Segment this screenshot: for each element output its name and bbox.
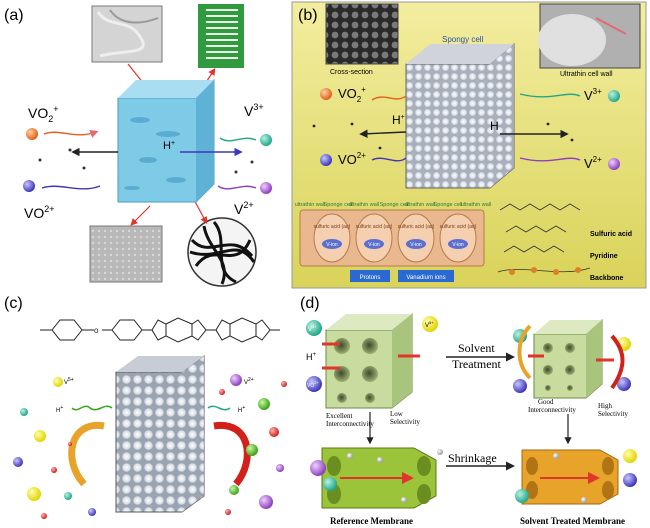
vo2-label-b: VO2+	[338, 151, 366, 167]
legend-pyridine: Pyridine	[590, 253, 618, 260]
v3-label-a: V3+	[244, 102, 264, 119]
v-ion-label-2: V-ion	[368, 242, 380, 248]
ultrathin-wall-label: Ultrathin cell wall	[560, 71, 613, 78]
legend-backbone: Backbone	[590, 275, 624, 282]
vo2plus-ball-b	[320, 88, 332, 100]
vo2plus-label-a: VO2+	[28, 104, 59, 124]
solvent-label: Solvent	[458, 341, 495, 355]
panel-d-label: (d)	[300, 295, 320, 312]
v5-label-d: V5+	[425, 320, 434, 329]
v-ion-label-3: V-ion	[410, 242, 422, 248]
strip-label-4: ultrathin wall	[405, 202, 436, 208]
panel-c-label: (c)	[4, 295, 23, 312]
v5-ball-d	[422, 316, 438, 332]
reference-membrane-label: Reference Membrane	[330, 516, 413, 526]
vo2plus-label-b: VO2+	[338, 85, 366, 104]
v3-ball-d	[306, 320, 322, 336]
legend-sulfuric-acid: Sulfuric acid	[590, 231, 632, 238]
v3-label-b: V3+	[584, 87, 602, 103]
curved-arrow-left	[68, 421, 105, 487]
h-label-d: H+	[306, 352, 317, 362]
excellent-interconnectivity-line1: Excellent	[326, 412, 352, 420]
shrinkage-label: Shrinkage	[448, 451, 497, 465]
reference-tube-bundle	[310, 447, 443, 509]
good-interconnectivity-line1: Good	[538, 398, 554, 406]
sulfuric-small-1: sulfuric acid (aq)	[314, 224, 351, 230]
low-selectivity-line1: Low	[390, 410, 404, 418]
treated-tube-bundle	[515, 449, 637, 505]
protons-legend: Protons	[360, 275, 381, 281]
v5-ball-c	[53, 377, 63, 387]
v2-label-b: V2+	[584, 155, 602, 171]
v3-ball-a	[260, 134, 272, 146]
panel-b: (b) Cross-section Ultrathin cell wall Sp…	[291, 1, 647, 289]
v3-label-d: V3+	[308, 324, 317, 333]
svg-text:o: o	[94, 326, 99, 335]
polymer-structure-c: o	[40, 317, 280, 343]
v2-ball-c	[230, 374, 242, 386]
v2-ball-a	[260, 182, 272, 194]
strip-label-2: ultrathin wall	[349, 202, 380, 208]
cross-section-label: Cross-section	[330, 69, 373, 76]
excellent-interconnectivity-line2: Interconnectivity	[326, 420, 374, 428]
good-interconnectivity-line2: Interconnectivity	[528, 406, 576, 414]
h-label-c-left: H+	[56, 405, 63, 414]
curved-arrow-right	[213, 421, 251, 487]
spongy-cell-label: Spongy cell	[442, 35, 484, 44]
panel-a: (a) H+ VO2+	[4, 4, 272, 287]
solvent-treated-membrane-label: Solvent Treated Membrane	[520, 516, 625, 526]
v2-ball-b	[608, 158, 620, 170]
vo2-ball-a	[23, 180, 35, 192]
strip-label-3: Sponge cell	[380, 202, 409, 208]
vo2-ball-d2	[513, 379, 527, 393]
treatment-label: Treatment	[452, 357, 502, 371]
ion-scatter-c	[13, 381, 287, 519]
sulfuric-small-4: sulfuric acid (aq)	[440, 224, 477, 230]
vo2-ball-d3	[617, 377, 631, 391]
v2-label-c: V2+	[244, 377, 254, 386]
proton-label-b-left: H+	[392, 113, 405, 127]
proton-label-b-right: H	[490, 119, 499, 133]
vo2-label-d: VO2+	[307, 380, 319, 389]
strip-label-6: ultrathin wall	[461, 202, 492, 208]
sem-inset-bottom	[89, 225, 163, 283]
v3-ball-b	[608, 90, 620, 102]
low-selectivity-line2: Selectivity	[390, 418, 420, 426]
vo2-ball-b	[320, 154, 332, 166]
strip-label-0: ultrathin wall	[295, 202, 326, 208]
proton-label-a: H+	[163, 140, 175, 152]
panel-c: (c) o V5+ H+	[4, 295, 287, 519]
vanadium-ions-legend: Vanadium ions	[406, 275, 445, 281]
strip-label-5: Sponge cell	[434, 202, 463, 208]
panel-b-label: (b)	[298, 7, 318, 24]
cross-section-inset	[325, 3, 399, 65]
sulfuric-small-3: sulfuric acid (aq)	[398, 224, 435, 230]
sem-inset-top	[91, 5, 163, 63]
sulfuric-small-2: sulfuric acid (aq)	[356, 224, 393, 230]
high-selectivity-line2: Selectivity	[598, 410, 628, 418]
high-selectivity-line1: High	[598, 402, 613, 410]
h-label-c-right: H+	[238, 405, 245, 414]
strip-label-1: Sponge cell	[324, 202, 353, 208]
proton-arrow-b-left	[359, 129, 407, 138]
vo2plus-ball-a	[26, 128, 38, 140]
v-ion-label-1: V-ion	[326, 242, 338, 248]
v2-label-a: V2+	[234, 200, 254, 217]
vo2-ball-d	[306, 376, 322, 392]
membrane-strip: V-ion V-ion V-ion V-ion sulfuric acid (a…	[295, 202, 492, 282]
panel-d: (d) V3+ H+ VO2+ V5+ Excellent Interconne…	[300, 295, 637, 526]
vo2-label-a: VO2+	[24, 204, 55, 221]
panel-a-label: (a)	[4, 7, 24, 24]
v5-label-c: V5+	[64, 377, 74, 386]
v-ion-label-4: V-ion	[452, 242, 464, 248]
